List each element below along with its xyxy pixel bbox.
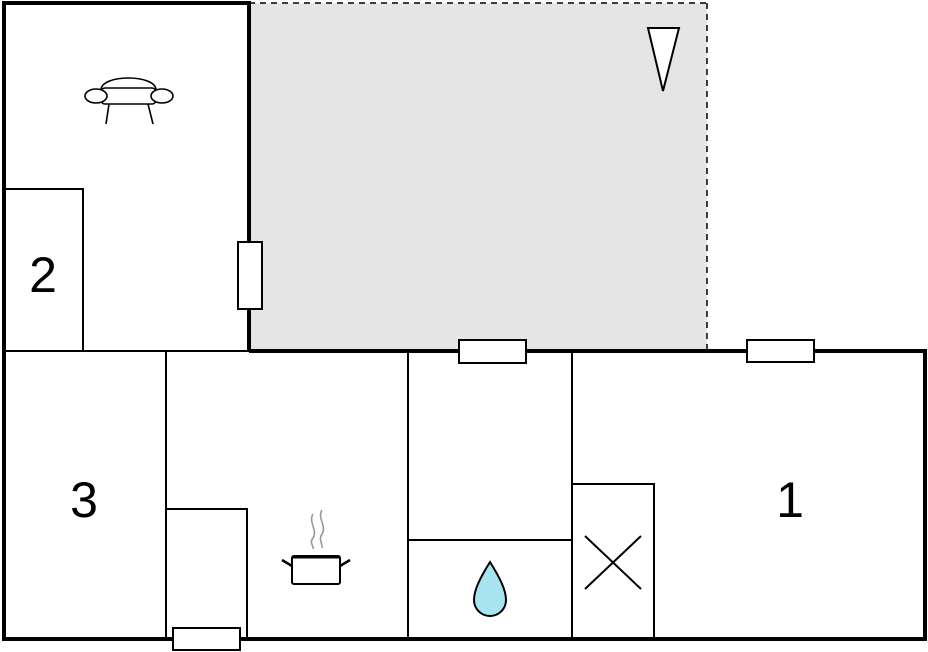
window-living-east	[237, 241, 263, 310]
window-kitchen-south	[172, 627, 241, 651]
cooking-pot-icon	[281, 509, 351, 585]
room-label-2: 2	[29, 247, 57, 303]
wardrobe-cross-icon	[584, 535, 642, 590]
water-drop-icon	[472, 560, 508, 617]
terrace-area	[249, 2, 708, 351]
north-arrow-icon	[646, 27, 681, 92]
interior-walls	[4, 188, 655, 639]
window-bath-north	[458, 339, 527, 364]
room-label-3: 3	[70, 472, 98, 528]
exterior-walls	[2, 1, 927, 641]
windows	[172, 241, 815, 651]
steam-icon	[310, 509, 325, 550]
room-label-1: 1	[776, 472, 804, 528]
window-bedroom1-north	[746, 339, 815, 363]
sofa-icon	[84, 77, 174, 125]
